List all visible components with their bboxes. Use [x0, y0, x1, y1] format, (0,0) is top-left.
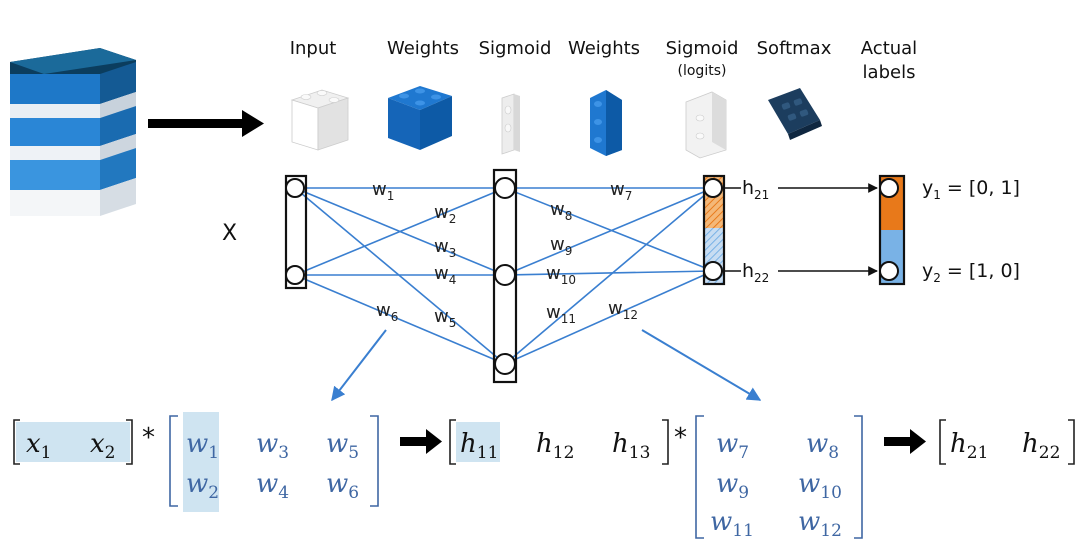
edge-w5 — [294, 187, 506, 365]
edge-w3 — [294, 187, 506, 276]
x2-entry: x2 — [90, 429, 116, 463]
sigmoid-brick-icon — [501, 93, 520, 155]
h13-entry: h13 — [612, 429, 650, 463]
weight-label-w11: w11 — [546, 302, 576, 326]
header-input: Input — [290, 38, 337, 59]
input-node-2 — [285, 265, 305, 285]
hidden-node-2 — [494, 264, 516, 286]
weight-label-w6: w6 — [376, 300, 398, 324]
hidden-layer — [492, 168, 518, 384]
w10-entry: w10 — [798, 469, 842, 503]
edge-w12 — [504, 270, 714, 365]
weight-label-w2: w2 — [434, 202, 456, 226]
input-x-label: X — [222, 221, 237, 246]
w6-entry: w6 — [326, 469, 359, 503]
output-node-1 — [879, 178, 899, 198]
result-arrow-1 — [400, 429, 442, 454]
pointer-arrow-w2 — [641, 329, 762, 401]
h22-label: h22 — [742, 260, 769, 285]
h12-entry: h12 — [536, 429, 574, 463]
header-labels: labels — [863, 62, 916, 83]
h11-highlight — [456, 422, 500, 462]
hidden-node-1 — [494, 177, 516, 199]
input-brick-icon — [290, 89, 350, 151]
w11-entry: w11 — [710, 507, 754, 541]
weight-label-w1: w1 — [372, 179, 394, 203]
weight-label-w8: w8 — [550, 199, 572, 223]
edge-w6 — [294, 274, 506, 365]
w3-entry: w3 — [256, 429, 289, 463]
weights-brick-icon — [388, 86, 452, 150]
result-arrow-2 — [884, 429, 926, 454]
header-logits: (logits) — [678, 63, 727, 79]
edge-w8 — [504, 187, 714, 272]
h11-entry: h11 — [460, 429, 498, 463]
weight-label-w4: w4 — [434, 263, 456, 287]
weight-labels: w1 w2 w3 w4 w5 w6 w7 w8 w9 w10 w11 w12 — [372, 179, 638, 330]
weight-label-w10: w10 — [546, 263, 576, 287]
w5-entry: w5 — [326, 429, 359, 463]
output-node-2 — [879, 261, 899, 281]
header-softmax: Softmax — [757, 38, 832, 59]
edge-w10 — [504, 270, 714, 276]
hidden-node-3 — [494, 353, 516, 375]
times-1: * — [142, 423, 155, 453]
h21-entry: h21 — [950, 429, 988, 463]
header-sigmoid-logits: Sigmoid — [666, 38, 739, 59]
h22-entry: h22 — [1022, 429, 1060, 463]
logit-node-2 — [703, 261, 723, 281]
y2-label: y2 = [1, 0] — [922, 260, 1020, 285]
layer2-edges — [504, 187, 714, 365]
w1-col-highlight — [183, 412, 219, 512]
edge-w9 — [504, 187, 714, 276]
header-sigmoid: Sigmoid — [479, 38, 552, 59]
x1-entry: x1 — [26, 429, 52, 463]
input-layer — [284, 174, 308, 290]
flow-arrow — [148, 110, 264, 137]
w2-entry: w2 — [186, 469, 219, 503]
x-row-highlight — [16, 422, 130, 462]
edge-w11 — [504, 187, 714, 365]
weight-label-w3: w3 — [434, 236, 456, 260]
w1-entry: w1 — [186, 429, 219, 463]
w4-entry: w4 — [256, 469, 289, 503]
weight-label-w5: w5 — [434, 306, 456, 330]
logits-brick-icon — [685, 91, 727, 159]
weight-label-w9: w9 — [550, 234, 572, 258]
header-weights-2: Weights — [568, 38, 640, 59]
header-actual: Actual — [861, 38, 917, 59]
w9-entry: w9 — [716, 469, 749, 503]
input-node-1 — [285, 178, 305, 198]
w12-entry: w12 — [798, 507, 842, 541]
w8-entry: w8 — [806, 429, 839, 463]
w7-entry: w7 — [716, 429, 749, 463]
h21-label: h21 — [742, 177, 769, 202]
logits-layer — [702, 174, 726, 286]
pointer-arrow-w1 — [331, 329, 387, 402]
weight-label-w12: w12 — [608, 298, 638, 322]
weight-label-w7: w7 — [610, 179, 632, 203]
weights-brick-icon-2 — [590, 90, 622, 156]
layer-stack-icon — [10, 48, 136, 216]
output-layer — [878, 174, 906, 286]
y1-label: y1 = [0, 1] — [922, 177, 1020, 202]
layer1-edges — [294, 187, 506, 365]
softmax-brick-icon — [768, 88, 822, 140]
times-2: * — [674, 423, 687, 453]
logit-node-1 — [703, 178, 723, 198]
header-weights-1: Weights — [387, 38, 459, 59]
